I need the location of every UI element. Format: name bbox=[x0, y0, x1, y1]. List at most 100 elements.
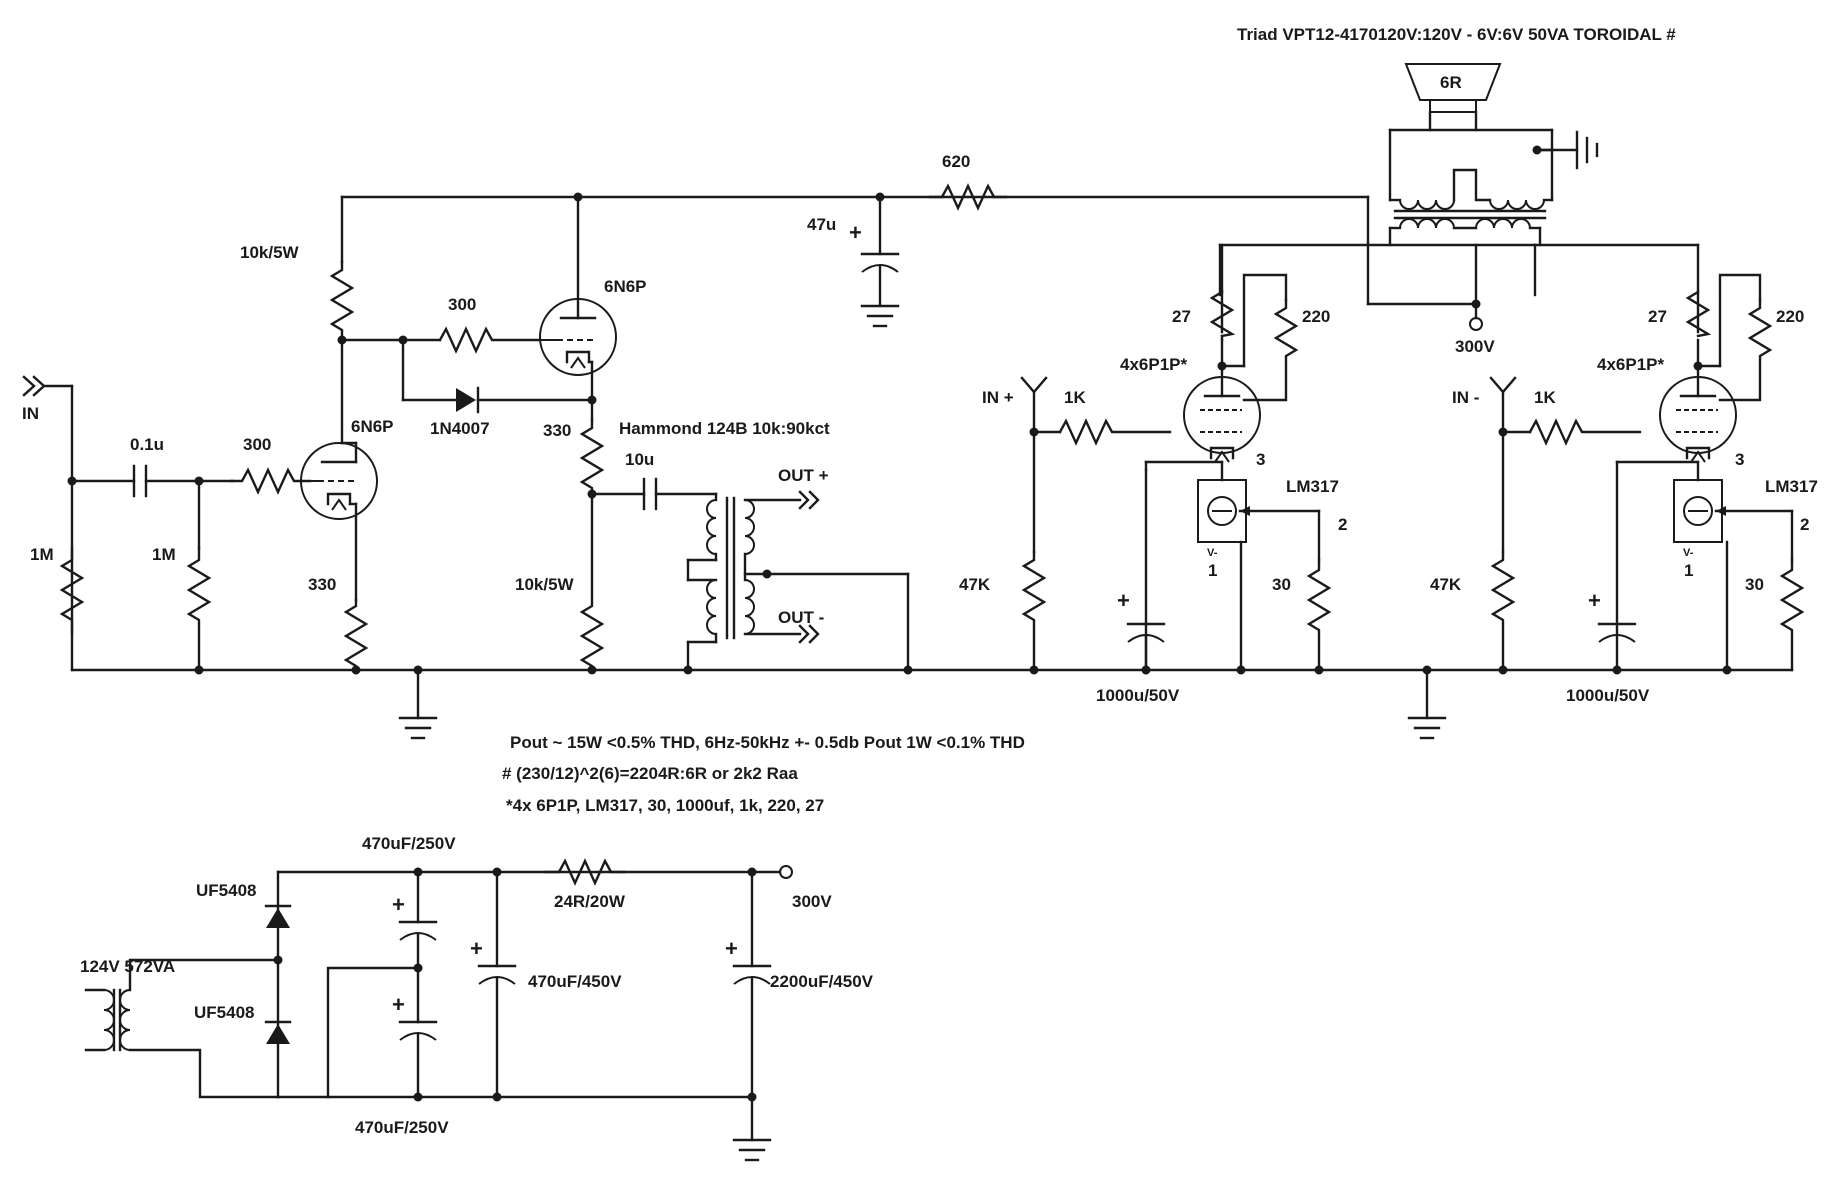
note-quantity: *4x 6P1P, LM317, 30, 1000uf, 1k, 220, 27 bbox=[506, 796, 824, 815]
grid-stopper-2-label: 300 bbox=[448, 295, 476, 314]
regulator-b-pin2: 2 bbox=[1800, 515, 1809, 534]
input-minus-label: IN - bbox=[1452, 388, 1479, 407]
output-minus-label: OUT - bbox=[778, 608, 824, 627]
hammond-label: Hammond 124B 10k:90kct bbox=[619, 419, 830, 438]
cathode-resistor-2-label: 330 bbox=[543, 421, 571, 440]
grid-stopper-300 bbox=[230, 467, 312, 495]
output-coupling-capacitor bbox=[590, 477, 718, 511]
output-stage-a-input bbox=[1020, 376, 1172, 672]
tube-6n6p-first bbox=[300, 441, 378, 602]
coupling-capacitor-label: 10u bbox=[625, 450, 654, 469]
cathode-cap-a-plus: + bbox=[1117, 588, 1130, 613]
input-bias-b-label: 47K bbox=[1430, 575, 1462, 594]
input-plus-label: IN + bbox=[982, 388, 1014, 407]
regulator-a-pin3: 3 bbox=[1256, 450, 1265, 469]
output-plus-label: OUT + bbox=[778, 466, 829, 485]
sense-resistor-b-label: 30 bbox=[1745, 575, 1764, 594]
tube-1-label: 6N6P bbox=[351, 417, 394, 436]
screen-resistor-b-label: 27 bbox=[1648, 307, 1667, 326]
speaker-icon bbox=[1404, 63, 1502, 132]
regulator-b-pin3: 3 bbox=[1735, 450, 1744, 469]
output-arrow-minus bbox=[798, 624, 820, 644]
regulator-b-vminus: V- bbox=[1683, 547, 1694, 559]
b-plus-rail bbox=[340, 192, 1370, 202]
output-arrow-plus bbox=[798, 490, 820, 510]
input-resistor-1m bbox=[59, 546, 85, 634]
cathode-resistor-1-label: 330 bbox=[308, 575, 336, 594]
ground-symbol-left bbox=[398, 668, 438, 740]
output-transformer bbox=[1218, 128, 1599, 331]
note-impedance: # (230/12)^2(6)=2204R:6R or 2k2 Raa bbox=[502, 764, 798, 783]
tube-a-label: 4x6P1P* bbox=[1120, 355, 1187, 374]
hammond-transformer bbox=[686, 492, 910, 672]
grid-leak-label: 1M bbox=[152, 545, 176, 564]
plate-resistor-b-label: 220 bbox=[1776, 307, 1804, 326]
ps-cap-450-label: 470uF/450V bbox=[528, 972, 622, 991]
ps-diode-1-label: UF5408 bbox=[196, 881, 256, 900]
tube-6n6p-second bbox=[539, 195, 617, 422]
interstage-network bbox=[340, 326, 594, 414]
ps-cap-450-plus: + bbox=[470, 936, 483, 961]
tube-6p1p-a bbox=[1183, 338, 1261, 463]
regulator-a-vminus: V- bbox=[1207, 547, 1218, 559]
ps-transformer-label: 124V 572VA bbox=[80, 957, 175, 976]
filter-cap-label: 47u bbox=[807, 215, 836, 234]
tube-2-label: 6N6P bbox=[604, 277, 647, 296]
lm317-regulator-b bbox=[1615, 460, 1805, 672]
ps-cap-bottom-plus: + bbox=[392, 992, 405, 1017]
cathode-capacitor-b-label: 1000u/50V bbox=[1566, 686, 1650, 705]
ps-cap-top-label: 470uF/250V bbox=[362, 834, 456, 853]
ps-cap-top-plus: + bbox=[392, 892, 405, 917]
lm317-regulator-a bbox=[1144, 460, 1332, 672]
cathode-cap-b-plus: + bbox=[1588, 588, 1601, 613]
grid-resistor-b-label: 1K bbox=[1534, 388, 1556, 407]
ps-cap-2200-label: 2200uF/450V bbox=[770, 972, 874, 991]
plate-resistor-10k-first bbox=[329, 195, 358, 445]
regulator-a-pin2: 2 bbox=[1338, 515, 1347, 534]
cathode-capacitor-a-label: 1000u/50V bbox=[1096, 686, 1180, 705]
cathode-capacitor-b bbox=[1597, 622, 1637, 643]
sense-resistor-a-label: 30 bbox=[1272, 575, 1291, 594]
regulator-b-label: LM317 bbox=[1765, 477, 1818, 496]
load-resistor-10k bbox=[579, 492, 605, 672]
cathode-resistor-330-first bbox=[343, 598, 369, 672]
ps-cap-2200-plus: + bbox=[725, 936, 738, 961]
regulator-a-pin1: 1 bbox=[1208, 561, 1217, 580]
dropping-resistor-label: 620 bbox=[942, 152, 970, 171]
ps-diode-2-label: UF5408 bbox=[194, 1003, 254, 1022]
grid-leak-resistor-1m bbox=[186, 479, 212, 672]
regulator-a-label: LM317 bbox=[1286, 477, 1339, 496]
ground-bus bbox=[70, 665, 1794, 675]
cathode-resistor-330-second bbox=[579, 418, 605, 496]
input-label: IN bbox=[22, 404, 39, 423]
plate-resistor-1-label: 10k/5W bbox=[240, 243, 300, 262]
speaker-label: 6R bbox=[1440, 73, 1462, 92]
grid-resistor-a-label: 1K bbox=[1064, 388, 1086, 407]
grid-stopper-label: 300 bbox=[243, 435, 271, 454]
tube-b-label: 4x6P1P* bbox=[1597, 355, 1664, 374]
ps-resistor-label: 24R/20W bbox=[554, 892, 626, 911]
input-capacitor-label: 0.1u bbox=[130, 435, 164, 454]
screen-network-b bbox=[1533, 243, 1773, 402]
screen-network-a bbox=[1209, 243, 1299, 402]
dropping-resistor-620 bbox=[928, 183, 1008, 211]
screen-resistor-a-label: 27 bbox=[1172, 307, 1191, 326]
cathode-capacitor-a bbox=[1126, 622, 1166, 672]
ps-cap-bottom-label: 470uF/250V bbox=[355, 1118, 449, 1137]
regulator-b-pin1: 1 bbox=[1684, 561, 1693, 580]
power-supply bbox=[84, 858, 793, 1162]
diode-label: 1N4007 bbox=[430, 419, 490, 438]
input-coupling-capacitor bbox=[70, 464, 234, 498]
plate-resistor-a-label: 220 bbox=[1302, 307, 1330, 326]
load-resistor-label: 10k/5W bbox=[515, 575, 575, 594]
output-stage-b-input bbox=[1489, 376, 1642, 672]
note-performance: Pout ~ 15W <0.5% THD, 6Hz-50kHz +- 0.5db… bbox=[510, 733, 1025, 752]
ps-output-label: 300V bbox=[792, 892, 832, 911]
filter-cap-plus: + bbox=[849, 220, 862, 245]
input-bias-a-label: 47K bbox=[959, 575, 991, 594]
input-resistor-1m-label: 1M bbox=[30, 545, 54, 564]
bplus-filter-capacitor bbox=[860, 195, 900, 328]
b-plus-label: 300V bbox=[1455, 337, 1495, 356]
transformer-title: Triad VPT12-4170120V:120V - 6V:6V 50VA T… bbox=[1237, 25, 1676, 44]
